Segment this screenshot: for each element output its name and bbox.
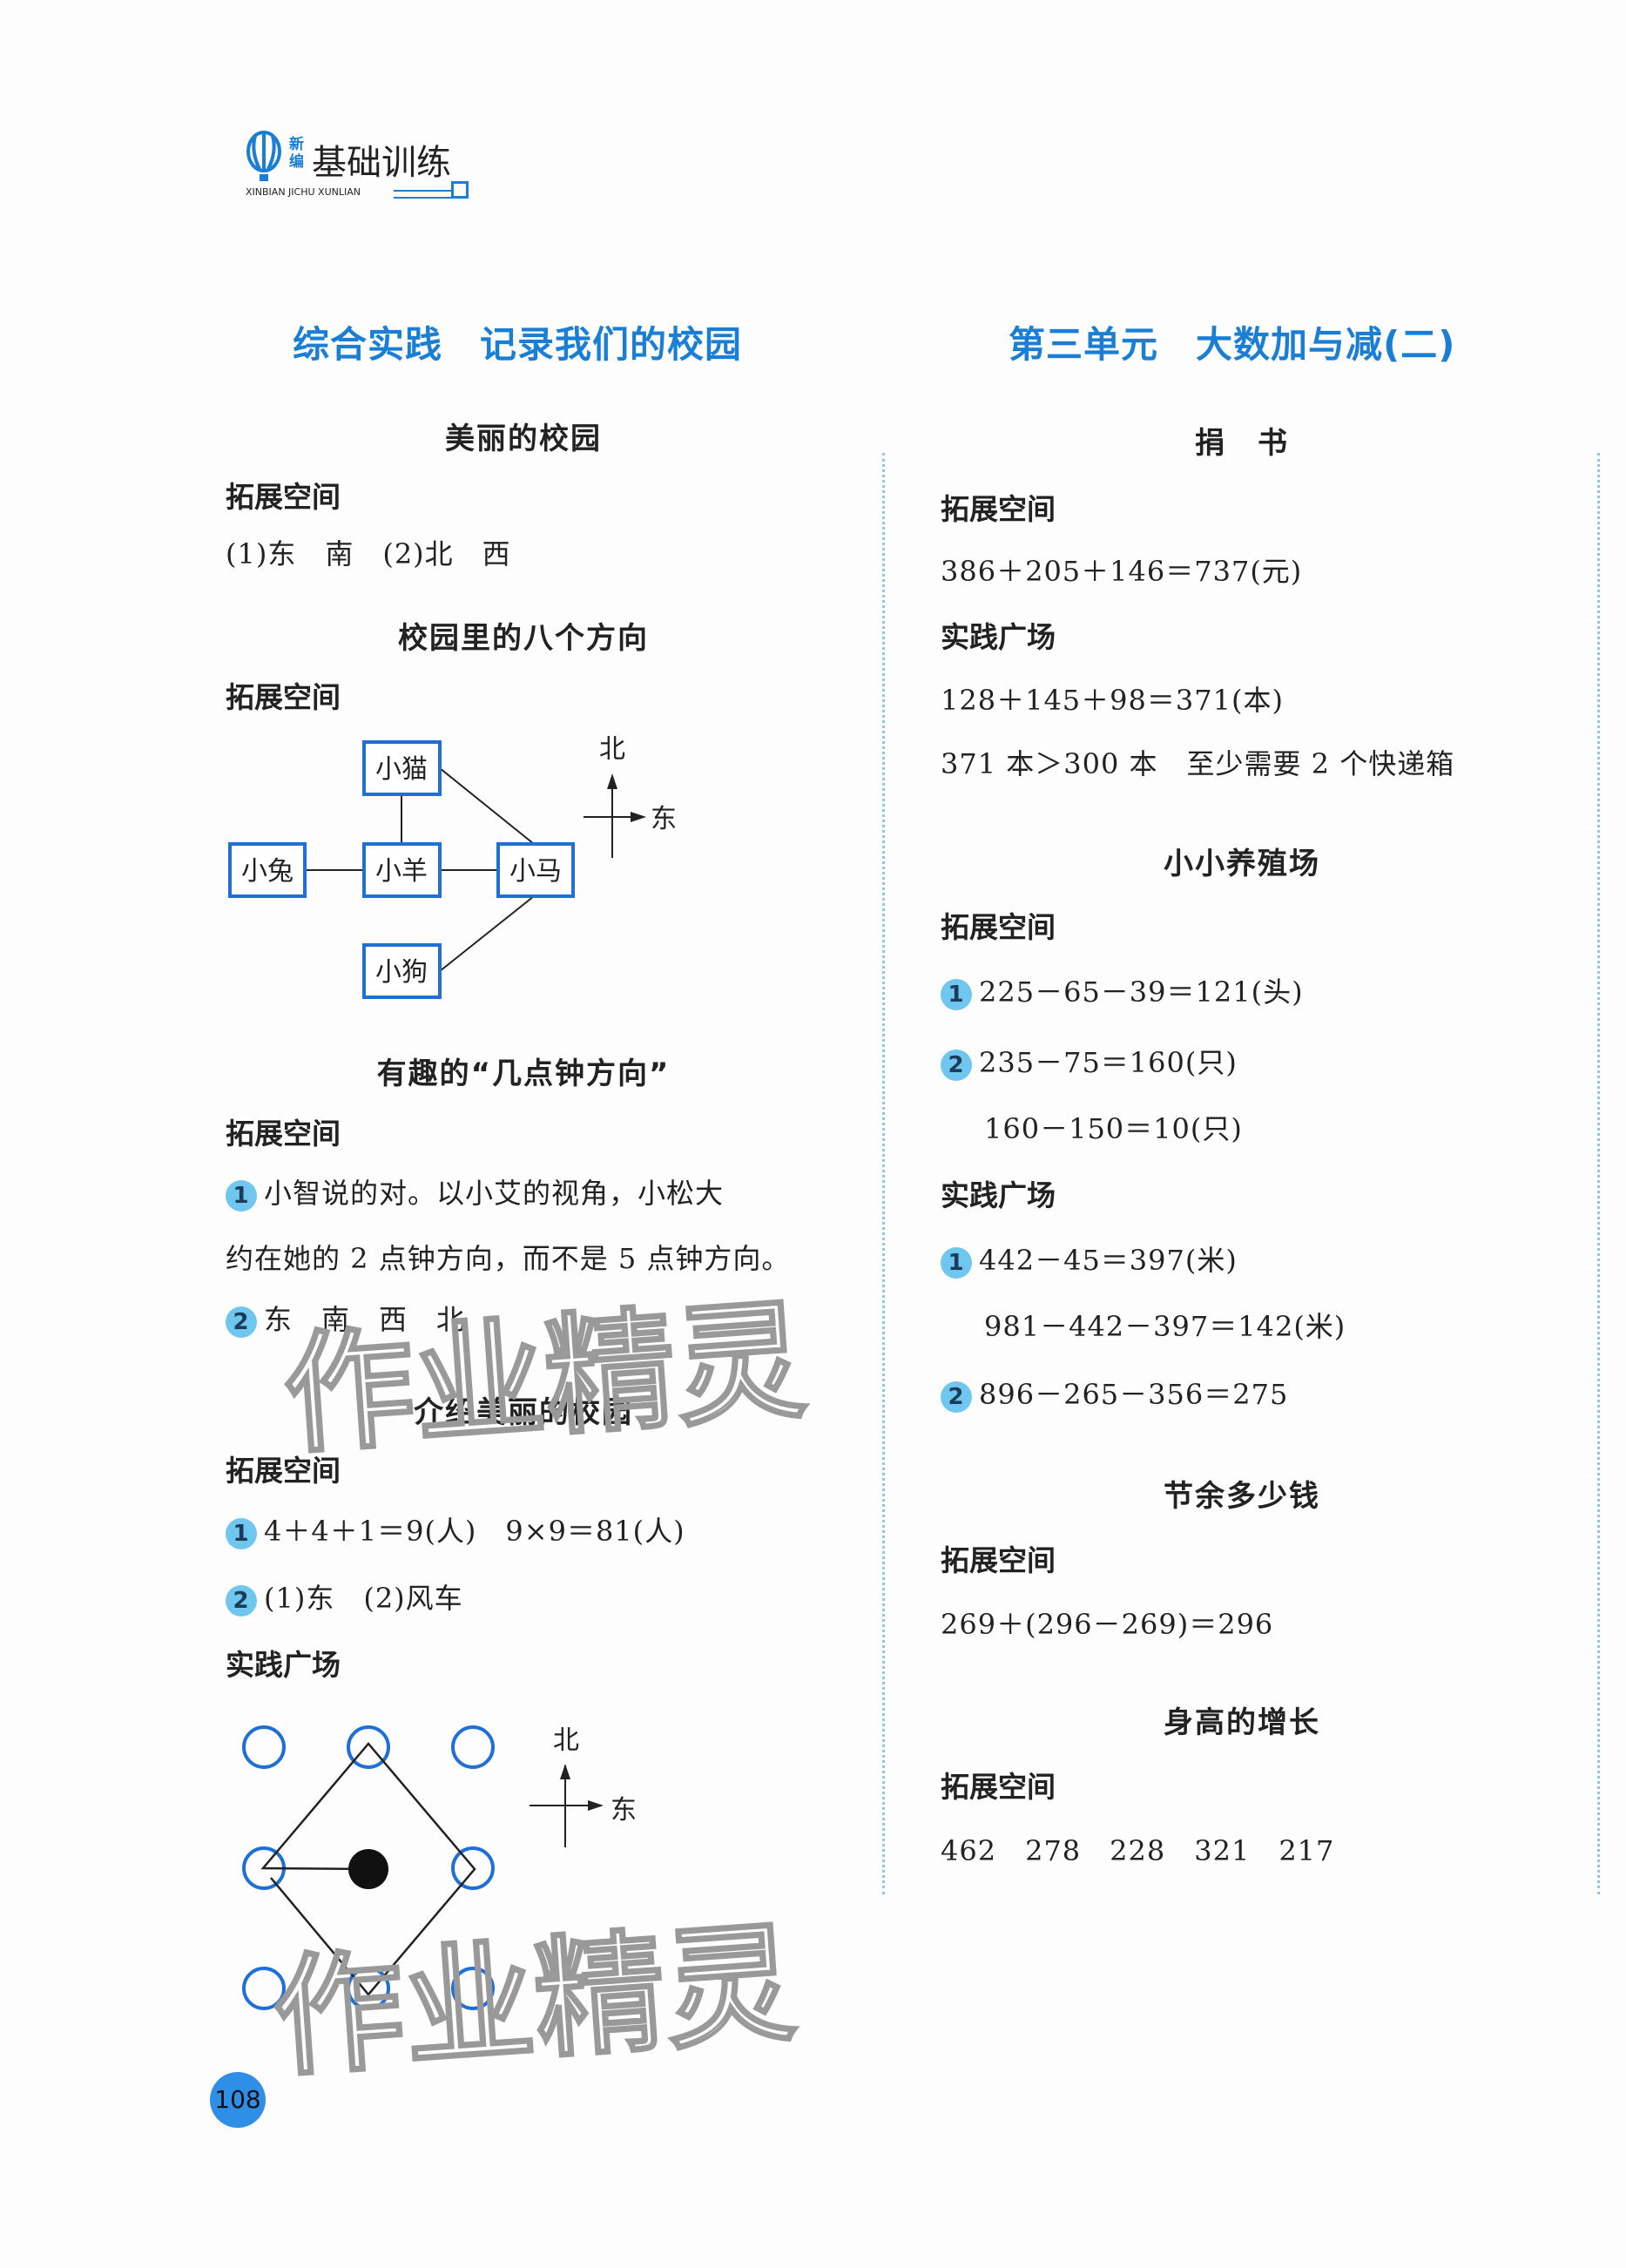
page-number: 108 — [210, 2072, 266, 2128]
box-rabbit — [228, 842, 307, 898]
left-title: 综合实践 记录我们的校园 — [293, 323, 743, 366]
east-label: 东 — [611, 1795, 637, 1826]
north-arrow-icon — [560, 1764, 570, 1779]
logo-main: 基础训练 — [312, 143, 451, 183]
heading: 捐 书 — [1195, 426, 1289, 461]
number-badge: 2 — [941, 1380, 972, 1413]
heading: 节余多少钱 — [1164, 1479, 1320, 1514]
number-badge: 1 — [941, 978, 972, 1010]
right-edge-divider — [1597, 453, 1600, 1894]
box-label: 小猫 — [375, 754, 428, 785]
box-label: 小羊 — [375, 856, 428, 887]
east-label: 东 — [651, 804, 677, 834]
box-dog — [362, 943, 442, 999]
column-divider — [882, 453, 885, 1894]
box-horse — [496, 842, 575, 898]
answer-line: 128＋145＋98＝371(本) — [941, 684, 1284, 717]
subheading: 拓展空间 — [226, 480, 341, 514]
subheading: 实践广场 — [941, 620, 1056, 654]
subheading: 拓展空间 — [226, 1454, 341, 1488]
diamond-path — [260, 1742, 476, 1996]
subheading: 拓展空间 — [941, 1543, 1056, 1577]
number-badge: 2 — [226, 1584, 257, 1617]
number-badge: 1 — [226, 1517, 257, 1549]
answer-line: 462 278 228 321 217 — [941, 1834, 1335, 1867]
circle-grid — [242, 1725, 495, 2010]
box-label: 小兔 — [241, 856, 293, 887]
answer-line: (1)东 南 (2)北 西 — [226, 537, 511, 570]
subheading: 实践广场 — [226, 1648, 341, 1682]
number-badge: 1 — [941, 1246, 972, 1279]
east-arrow-icon — [588, 1800, 604, 1811]
subheading: 实践广场 — [941, 1178, 1056, 1212]
number-badge: 1 — [226, 1179, 257, 1212]
balloon-icon — [246, 131, 281, 181]
logo-pinyin: XINBIAN JICHU XUNLIAN — [246, 186, 361, 198]
answer-line: 2(1)东 (2)风车 — [226, 1576, 463, 1617]
subheading: 拓展空间 — [941, 492, 1056, 526]
number-badge: 2 — [941, 1049, 972, 1081]
logo-bar — [394, 190, 453, 199]
box-label: 小马 — [509, 856, 562, 887]
subheading: 拓展空间 — [941, 910, 1056, 944]
right-title: 第三单元 大数加与减(二) — [1009, 323, 1456, 366]
center-dot — [348, 1849, 388, 1889]
box-sheep — [362, 842, 442, 898]
subheading: 拓展空间 — [226, 680, 341, 714]
heading: 介绍美丽的校园 — [414, 1395, 633, 1430]
box-label: 小狗 — [375, 957, 428, 988]
box-cat — [362, 740, 442, 796]
answer-line: 160－150＝10(只) — [984, 1112, 1243, 1145]
heading: 有趣的“几点钟方向” — [376, 1056, 671, 1091]
north-label: 北 — [553, 1725, 579, 1756]
answer-line: 269＋(296－269)＝296 — [941, 1608, 1274, 1641]
north-arrow-icon — [607, 773, 617, 789]
north-label: 北 — [599, 734, 625, 765]
heading: 校园里的八个方向 — [398, 621, 649, 656]
subheading: 拓展空间 — [226, 1117, 341, 1151]
east-arrow-icon — [631, 812, 646, 822]
answer-line: 371 本＞300 本 至少需要 2 个快递箱 — [941, 747, 1455, 780]
number-badge: 2 — [226, 1306, 257, 1338]
heading: 身高的增长 — [1164, 1705, 1320, 1740]
heading: 美丽的校园 — [445, 422, 602, 456]
logo-small: 新编 — [289, 136, 304, 171]
answer-line: 386＋205＋146＝737(元) — [941, 555, 1303, 588]
answer-line: 981－442－397＝142(米) — [984, 1310, 1346, 1343]
heading: 小小养殖场 — [1164, 847, 1320, 881]
logo-square — [451, 181, 469, 199]
answer-line: 约在她的 2 点钟方向，而不是 5 点钟方向。 — [226, 1242, 791, 1275]
subheading: 拓展空间 — [941, 1770, 1056, 1804]
